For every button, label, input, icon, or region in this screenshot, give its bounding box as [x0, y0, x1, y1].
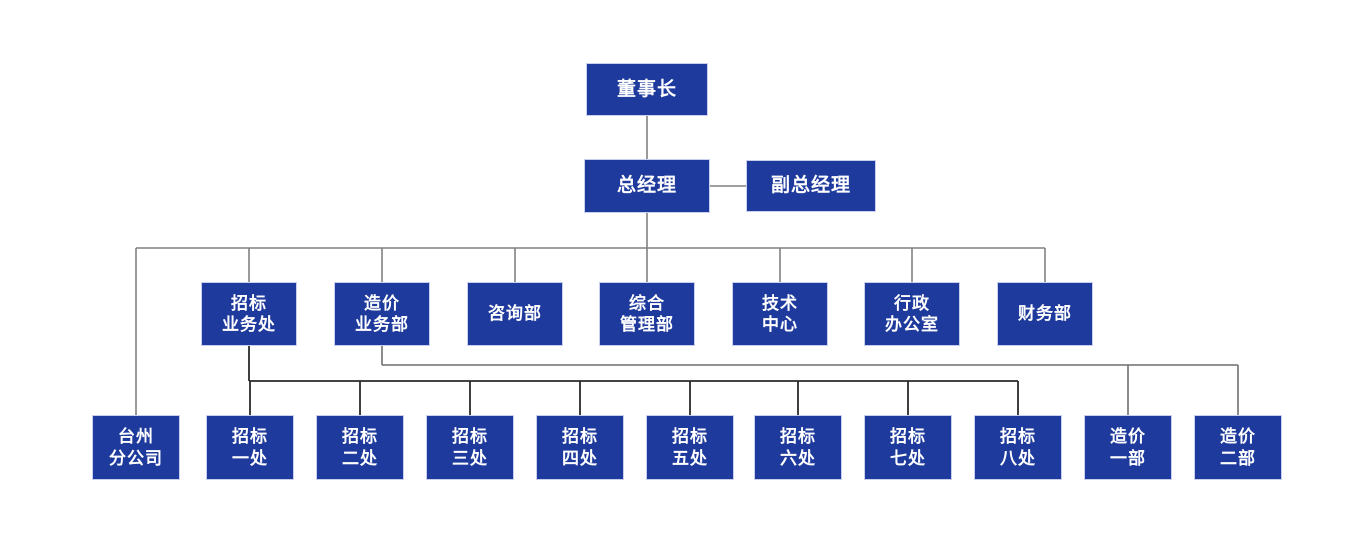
- node-bidding-office-6: 招标 六处: [754, 415, 842, 480]
- node-bidding-office-7: 招标 七处: [864, 415, 952, 480]
- node-bidding-office-2: 招标 二处: [316, 415, 404, 480]
- node-deputy-general-manager: 副总经理: [746, 160, 876, 212]
- node-taizhou-branch: 台州 分公司: [92, 415, 180, 480]
- node-bidding-office-3: 招标 三处: [426, 415, 514, 480]
- node-consulting-dept: 咨询部: [467, 282, 563, 346]
- edges-gm-level3: [135, 213, 1046, 415]
- node-admin-office: 行政 办公室: [864, 282, 960, 346]
- node-bidding-division: 招标 业务处: [201, 282, 297, 346]
- node-bidding-office-8: 招标 八处: [974, 415, 1062, 480]
- node-bidding-office-5: 招标 五处: [646, 415, 734, 480]
- node-bidding-office-1: 招标 一处: [206, 415, 294, 480]
- edges-bidding-offices: [248, 346, 1019, 415]
- node-bidding-office-4: 招标 四处: [536, 415, 624, 480]
- node-finance-dept: 财务部: [997, 282, 1093, 346]
- node-tech-center: 技术 中心: [732, 282, 828, 346]
- node-general-manager: 总经理: [584, 159, 710, 213]
- node-cost-dept-2: 造价 二部: [1194, 415, 1282, 480]
- node-general-mgmt-dept: 综合 管理部: [599, 282, 695, 346]
- node-cost-division: 造价 业务部: [334, 282, 430, 346]
- node-cost-dept-1: 造价 一部: [1084, 415, 1172, 480]
- edges-cost-depts: [381, 346, 1239, 415]
- node-chairman: 董事长: [586, 63, 708, 116]
